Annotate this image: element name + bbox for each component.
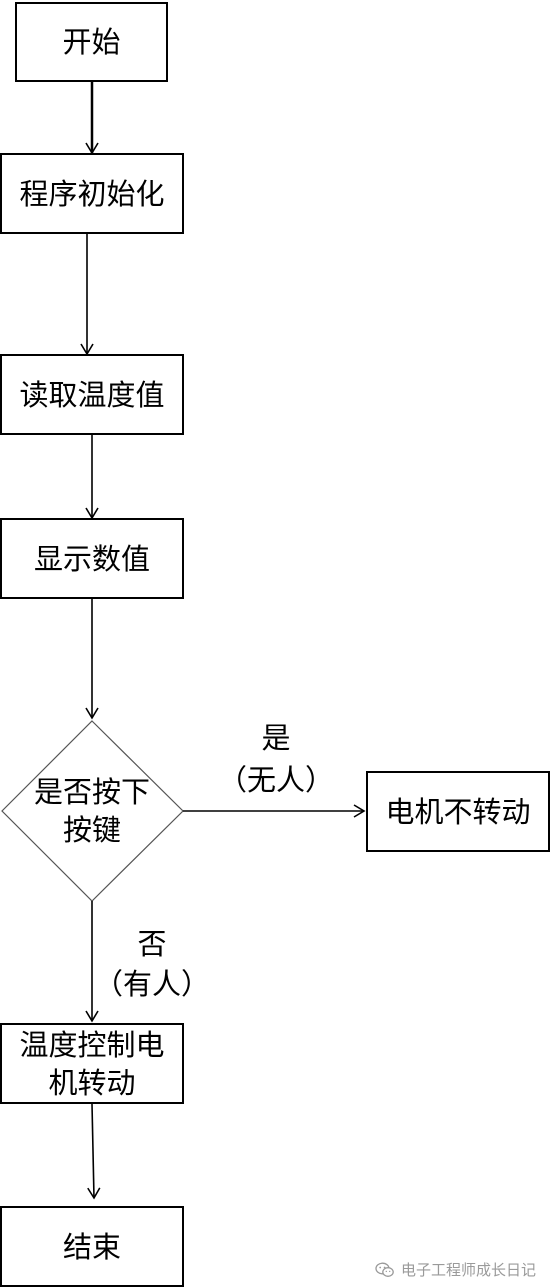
motor-control-node: 温度控制电机转动 [0, 1023, 184, 1104]
read-temp-node: 读取温度值 [0, 354, 184, 435]
display-node: 显示数值 [0, 518, 184, 599]
decision-label: 是否按下按键 [33, 775, 150, 847]
yes-note: （无人） [217, 763, 334, 797]
wechat-icon [375, 1262, 395, 1278]
watermark: 电子工程师成长日记 [375, 1259, 536, 1280]
no-note: （有人） [93, 967, 210, 1001]
arrow-motor-control-to-end [87, 1103, 101, 1200]
init-node: 程序初始化 [0, 153, 184, 234]
watermark-text: 电子工程师成长日记 [400, 1261, 536, 1279]
no-label: 否 [137, 927, 167, 961]
motor-stop-node: 电机不转动 [366, 771, 550, 852]
end-node: 结束 [0, 1206, 184, 1287]
yes-label: 是 [261, 721, 291, 755]
start-node: 开始 [15, 2, 168, 82]
